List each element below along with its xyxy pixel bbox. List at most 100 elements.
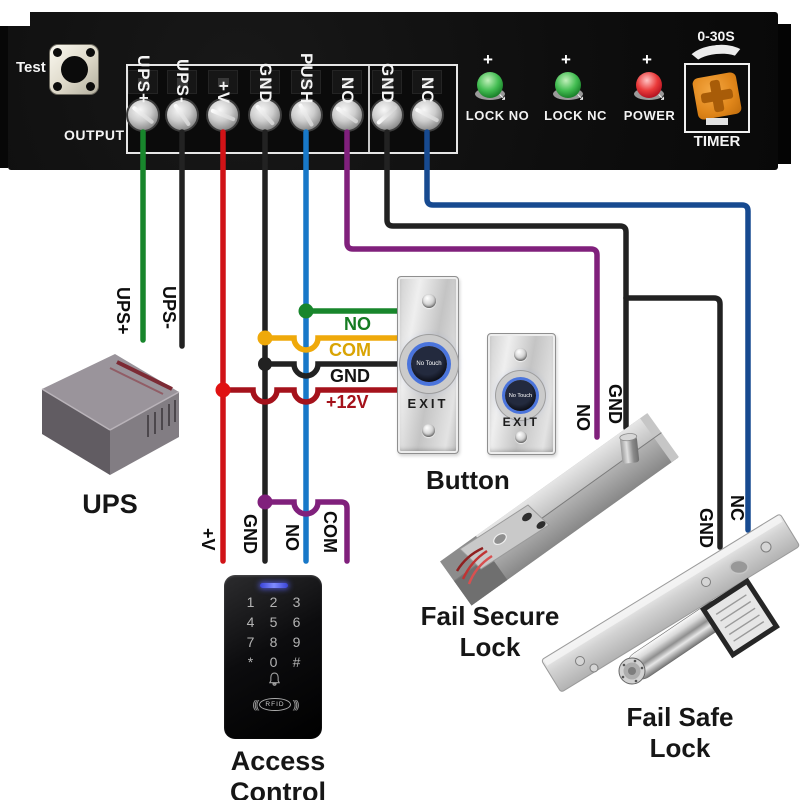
lock-nc-led-label: LOCK NC: [544, 108, 607, 123]
plate-screws: [575, 541, 772, 673]
secure-gnd-wire-label: GND: [605, 384, 625, 424]
plate-screw-icon: [514, 348, 527, 361]
junction-dot: [215, 382, 231, 398]
doorbell-icon: [268, 672, 281, 686]
terminal-slot: [412, 70, 442, 94]
exit-label: EXIT: [407, 396, 449, 411]
key-7: 7: [246, 634, 255, 650]
terminal-slot: [128, 70, 158, 94]
key-8: 8: [269, 634, 278, 650]
terminal-slot: [167, 70, 197, 94]
no-touch-label: No Touch: [416, 361, 442, 367]
rfid-reader-icon: ((( RFID ))): [240, 698, 310, 711]
wire-exit-com: [262, 335, 400, 353]
ups-plus-wire-label: UPS+: [113, 287, 133, 335]
plate-screw-icon: [422, 294, 436, 308]
terminal-slot: [291, 70, 321, 94]
board-left-edge: [0, 26, 8, 168]
test-button-pin-icon: [53, 48, 62, 57]
wire-keypad-com: [262, 499, 350, 564]
terminal-slot: [372, 70, 402, 94]
wire-gnd2: [384, 129, 629, 431]
ups-caption: UPS: [82, 489, 138, 519]
key-3: 3: [292, 594, 301, 610]
key-hash: #: [292, 654, 301, 670]
rfid-arc-right: ))): [292, 698, 300, 711]
exit-label: EXIT: [502, 415, 540, 429]
keypad-gnd-wire-label: GND: [240, 514, 260, 554]
terminal-label-no: NO: [338, 76, 357, 105]
keypad-v-wire-label: +V: [198, 528, 218, 551]
plate-screw-icon: [515, 431, 527, 443]
led-arrow-icon: ↘: [576, 92, 585, 103]
junction-dot: [258, 357, 272, 371]
timer-range-label: 0-30S: [697, 28, 735, 44]
terminal-label-gnd2: GND: [378, 63, 397, 104]
terminal-label-ups-minus: UPS-: [173, 59, 192, 104]
terminal-label-nc: NC: [418, 77, 437, 104]
fail-safe-lock: [541, 514, 800, 692]
wire-no: [344, 129, 600, 440]
key-1: 1: [246, 594, 255, 610]
cap-screw-dots: [621, 659, 644, 683]
wire-gnd2-branch: [623, 295, 723, 550]
terminal-label-push: PUSH: [297, 52, 316, 104]
lock-nc-led-icon: [555, 72, 581, 98]
terminal-label-plus-v: +V: [214, 80, 233, 104]
plate-hole: [729, 559, 749, 575]
keypad-no-wire-label: NO: [282, 524, 302, 551]
timer-label: TIMER: [693, 133, 741, 150]
keypad-status-led-icon: [260, 583, 288, 588]
terminal-label-ups-plus: UPS+: [134, 55, 153, 104]
key-0: 0: [269, 654, 278, 670]
screw-terminal-ups-plus: [126, 98, 160, 132]
fail-safe-caption: Fail Safe Lock: [626, 702, 734, 763]
exit-12v-wire-label: +12V: [326, 392, 369, 412]
junction-dot: [257, 494, 273, 510]
secure-no-wire-label: NO: [573, 404, 593, 431]
lock-sticker: [700, 577, 780, 659]
no-touch-label: No Touch: [508, 392, 533, 399]
test-label: Test: [16, 59, 46, 76]
board-corner-notch: [0, 0, 30, 26]
terminal-block-divider: [368, 66, 370, 152]
no-touch-sensor-button: No Touch: [411, 346, 447, 382]
board-right-edge: [778, 24, 791, 164]
test-button-pin-icon: [86, 82, 95, 91]
led-plus-sign: +: [642, 50, 652, 69]
terminal-slot: [332, 70, 362, 94]
ups-minus-wire-label: UPS-: [159, 286, 179, 330]
access-control-keypad: [224, 575, 322, 739]
junction-dot: [257, 330, 273, 346]
lock-bolt-pin: [619, 433, 640, 464]
led-arrow-icon: ↘: [657, 92, 666, 103]
keypad-com-wire-label: COM: [320, 511, 340, 553]
plate-screw-icon: [422, 424, 435, 437]
power-led-icon: [636, 72, 662, 98]
exit-gnd-wire-label: GND: [330, 366, 370, 386]
led-arrow-icon: ↘: [498, 92, 507, 103]
exit-com-wire-label: COM: [329, 340, 371, 360]
wire-exit-gnd: [262, 361, 400, 379]
lock-wires-icon: [455, 546, 493, 585]
screw-terminal-gnd: [248, 98, 282, 132]
terminal-slot: [208, 70, 238, 94]
key-9: 9: [292, 634, 301, 650]
key-2: 2: [269, 594, 278, 610]
rfid-arc-left: (((: [252, 698, 259, 711]
safe-nc-wire-label: NC: [727, 495, 747, 521]
power-led-label: POWER: [623, 108, 676, 123]
exit-no-wire-label: NO: [344, 314, 371, 334]
terminal-label-gnd: GND: [256, 63, 275, 104]
key-6: 6: [292, 614, 301, 630]
ups-box: [41, 354, 180, 475]
test-button-pin-icon: [53, 82, 62, 91]
junction-dot: [298, 303, 314, 319]
button-caption: Button: [426, 465, 510, 495]
lock-no-led-label: LOCK NO: [465, 108, 530, 123]
led-plus-sign: +: [483, 50, 493, 69]
output-label: OUTPUT: [64, 127, 125, 143]
timer-window: [706, 118, 728, 125]
